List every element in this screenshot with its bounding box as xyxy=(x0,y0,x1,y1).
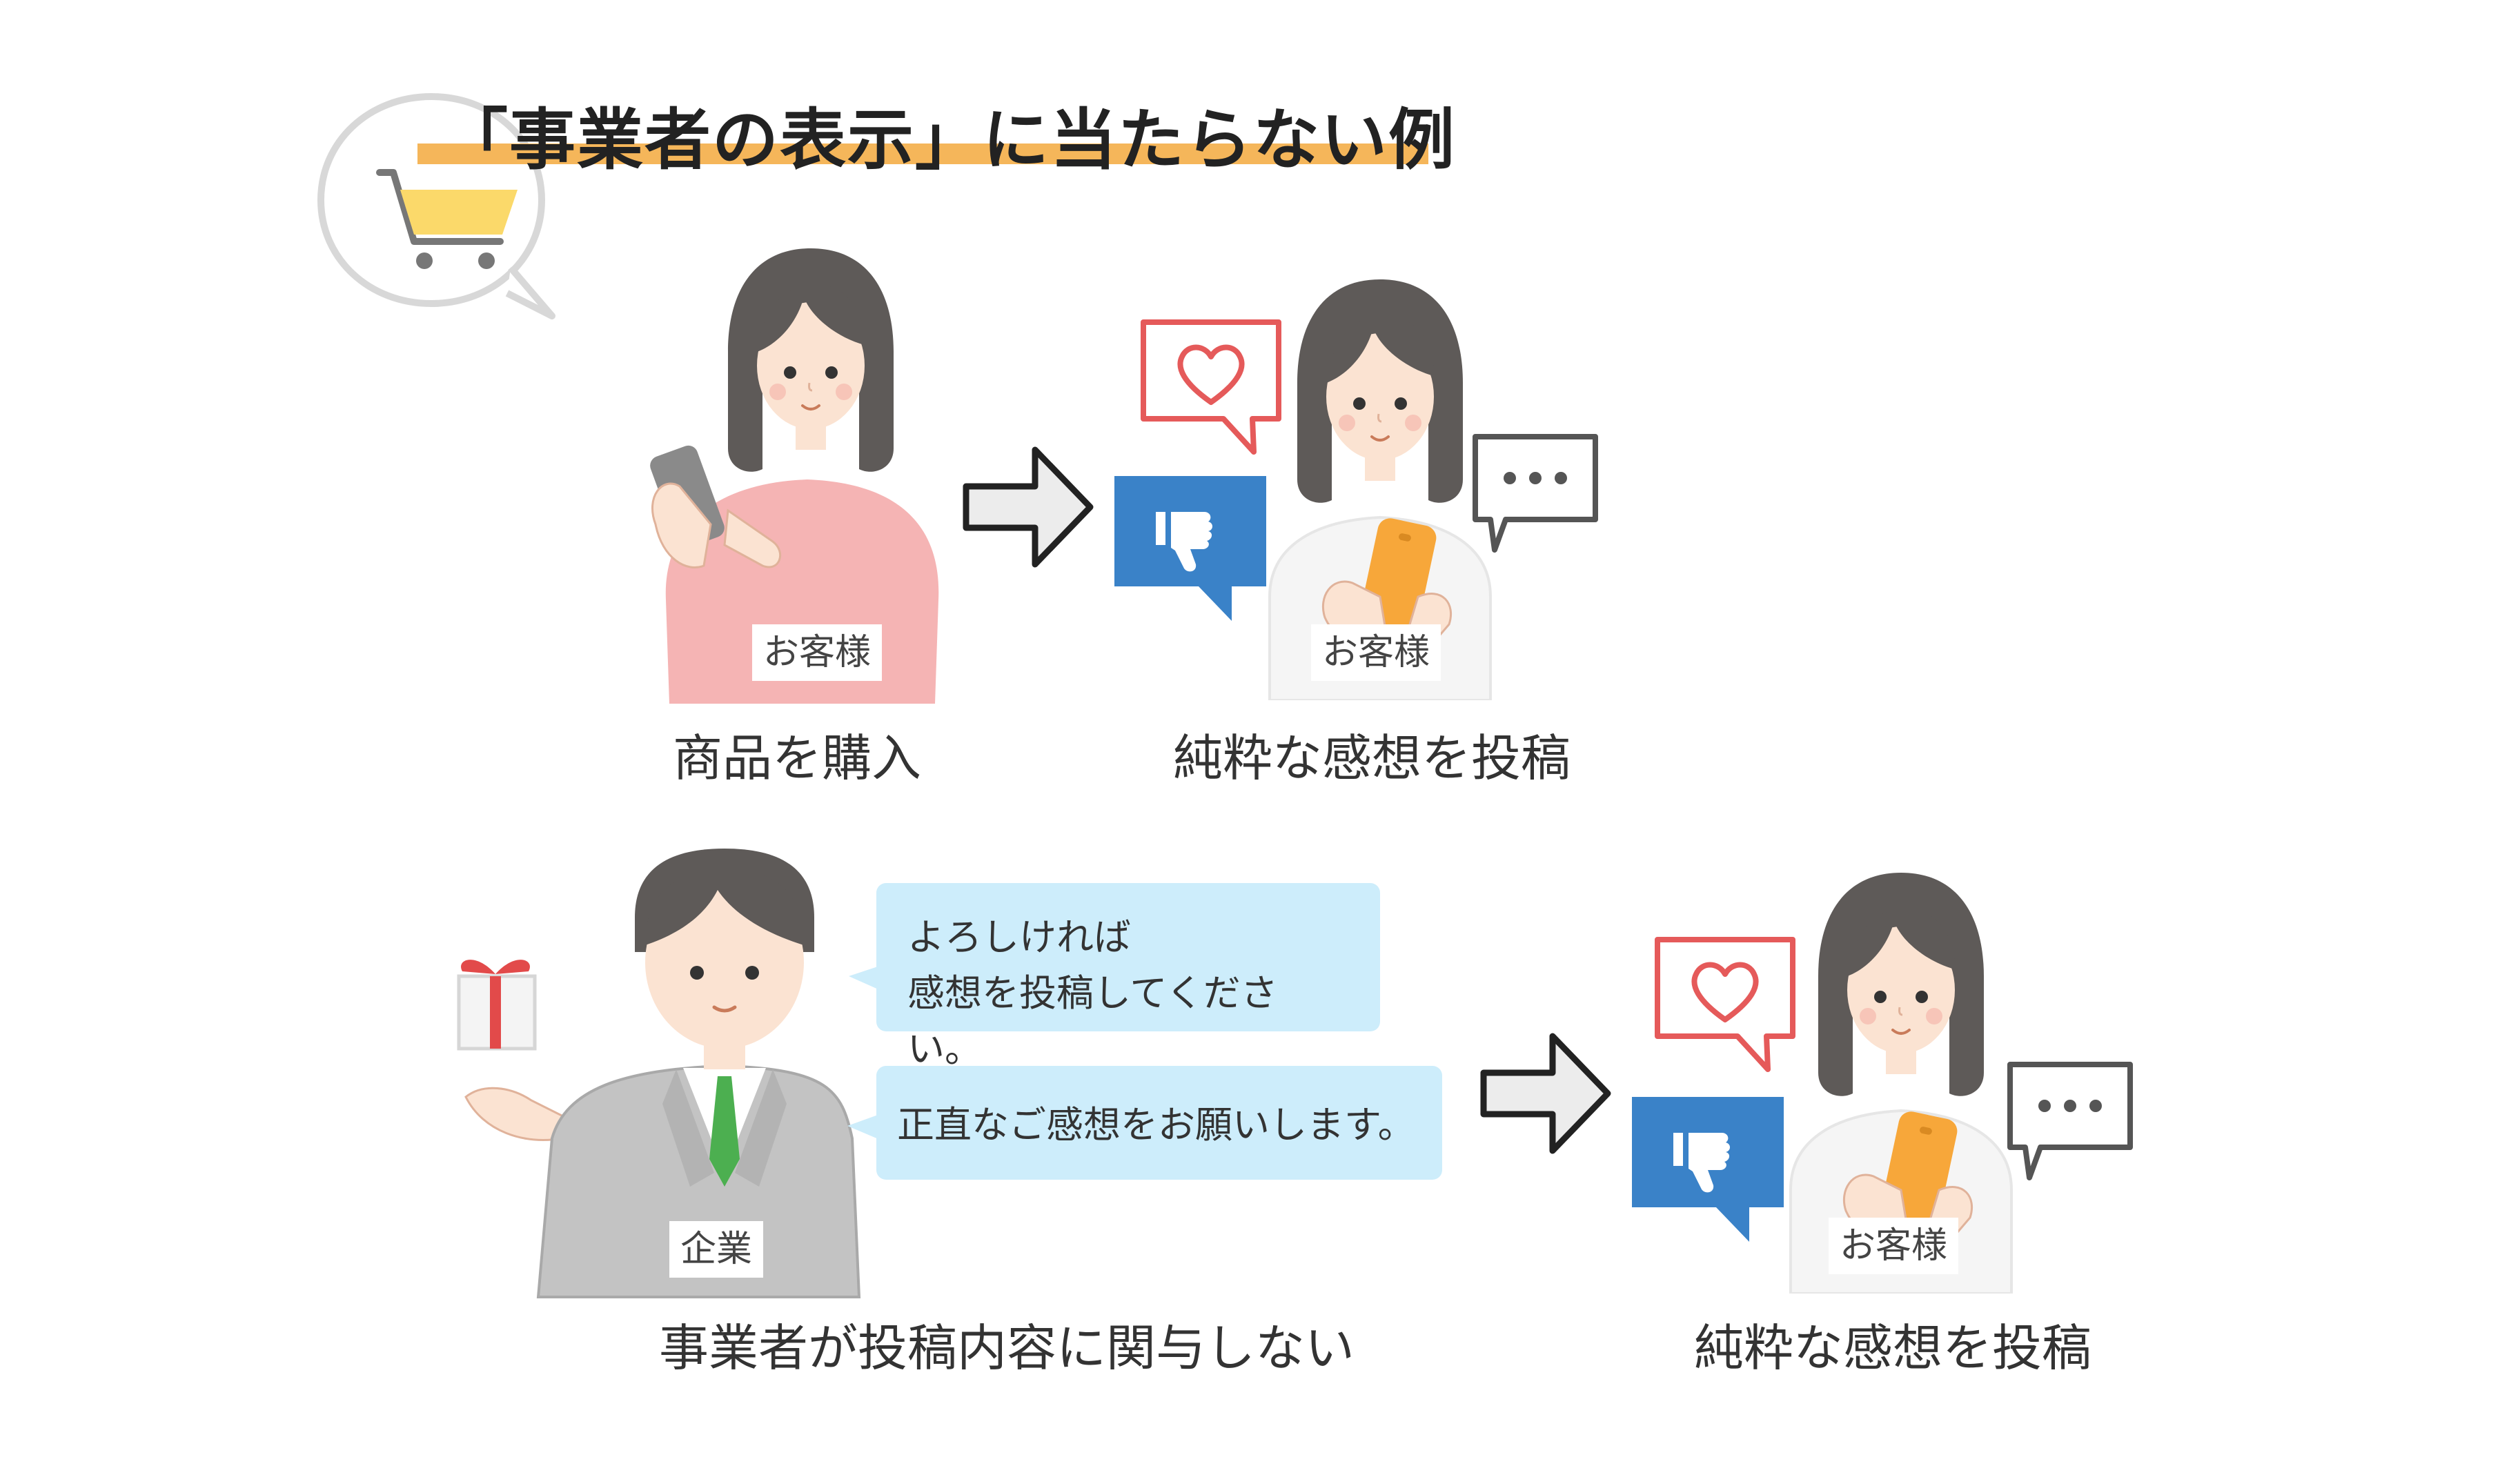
offering-hand xyxy=(464,1087,567,1141)
caption-honest-review: 純粋な感想を投稿 xyxy=(1694,1319,2092,1377)
customer-tag: お客様 xyxy=(752,624,883,682)
shopping-cart-icon xyxy=(376,169,518,269)
bubble-line: 感想を投稿してください。 xyxy=(907,971,1278,1071)
bubble-line: よろしければ xyxy=(907,915,1131,959)
bubble-line: 正直なご感想をお願いします。 xyxy=(897,1103,1415,1147)
request-review-bubble: よろしければ 感想を投稿してください。 xyxy=(876,883,1380,1071)
arrow-right-icon xyxy=(966,450,1090,564)
ellipsis-icon xyxy=(1475,437,1595,550)
thumbs-down-icon xyxy=(1114,476,1266,621)
thumbs-down-icon xyxy=(1632,1097,1784,1242)
ellipsis-icon xyxy=(2010,1064,2130,1178)
customer-tag: お客様 xyxy=(1829,1218,1959,1275)
speech-bubble-tail-2 xyxy=(847,1114,880,1140)
business-person-figure xyxy=(536,849,861,1298)
speech-bubble-tail-1 xyxy=(849,966,880,990)
arrow-right-icon xyxy=(1484,1036,1608,1151)
customer-tag: お客様 xyxy=(1311,624,1441,682)
gift-box-icon xyxy=(457,960,537,1051)
title-underline xyxy=(417,143,1428,164)
page-title: 「事業者の表示」に当たらない例 xyxy=(442,101,1456,179)
caption-purchase: 商品を購入 xyxy=(673,729,922,787)
company-tag: 企業 xyxy=(669,1221,764,1278)
caption-honest-review: 純粋な感想を投稿 xyxy=(1173,729,1571,787)
caption-no-involvement: 事業者が投稿内容に関与しない xyxy=(659,1319,1355,1377)
heart-icon xyxy=(1143,322,1279,452)
heart-icon xyxy=(1657,940,1793,1069)
honest-feedback-bubble: 正直なご感想をお願いします。 xyxy=(876,1066,1442,1180)
